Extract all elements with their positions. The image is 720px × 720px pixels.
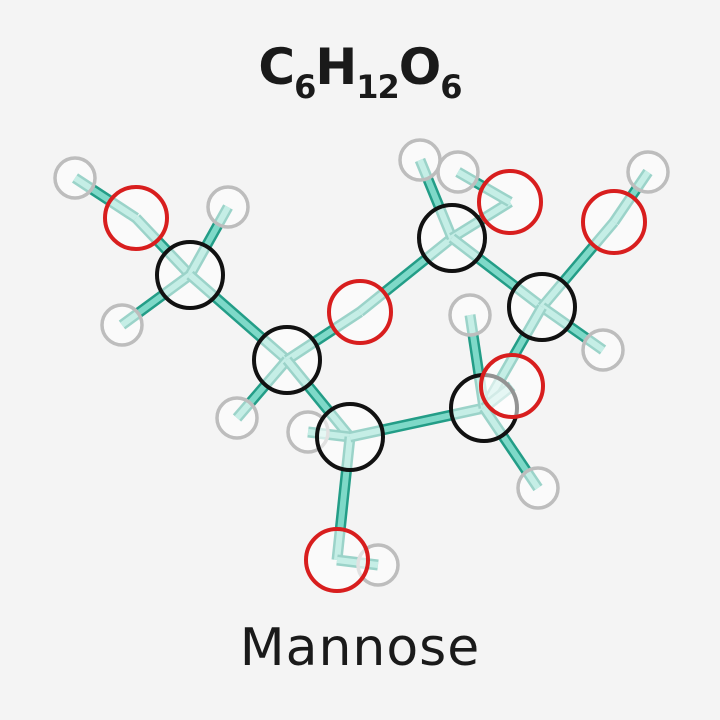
oxygen-atom-oring: [327, 279, 393, 345]
hydrogen-atom-h9: [626, 150, 670, 194]
hydrogen-atom-h7: [398, 138, 442, 182]
oxygen-atom-o5: [581, 189, 647, 255]
molecule-name: Mannose: [239, 618, 481, 678]
hydrogen-atom-h1: [53, 156, 97, 200]
carbon-atom-c1: [155, 240, 225, 310]
carbon-atom-c2: [252, 325, 322, 395]
formula-count-h: 12: [356, 68, 400, 106]
formula-element-h: H: [315, 38, 357, 96]
hydrogen-atom-h4: [215, 396, 259, 440]
carbon-atom-c3: [315, 402, 385, 472]
carbon-atom-c5: [507, 272, 577, 342]
hydrogen-atom-h12: [516, 466, 560, 510]
formula-element-c: C: [258, 38, 295, 96]
hydrogen-atom-h10: [581, 328, 625, 372]
oxygen-atom-o3: [304, 527, 370, 593]
molecular-formula: C6H12O6: [0, 38, 720, 106]
hydrogen-atom-h8: [436, 150, 480, 194]
atom-layer: [53, 138, 670, 593]
oxygen-atom-o6: [479, 353, 545, 419]
hydrogen-atom-h11: [448, 293, 492, 337]
hydrogen-atom-h3: [100, 303, 144, 347]
hydrogen-atom-h2: [206, 185, 250, 229]
formula-count-o: 6: [440, 68, 462, 106]
carbon-atom-c4: [417, 203, 487, 273]
oxygen-atom-o4: [477, 169, 543, 235]
formula-count-c: 6: [294, 68, 316, 106]
oxygen-atom-o1: [103, 185, 169, 251]
formula-element-o: O: [398, 38, 442, 96]
